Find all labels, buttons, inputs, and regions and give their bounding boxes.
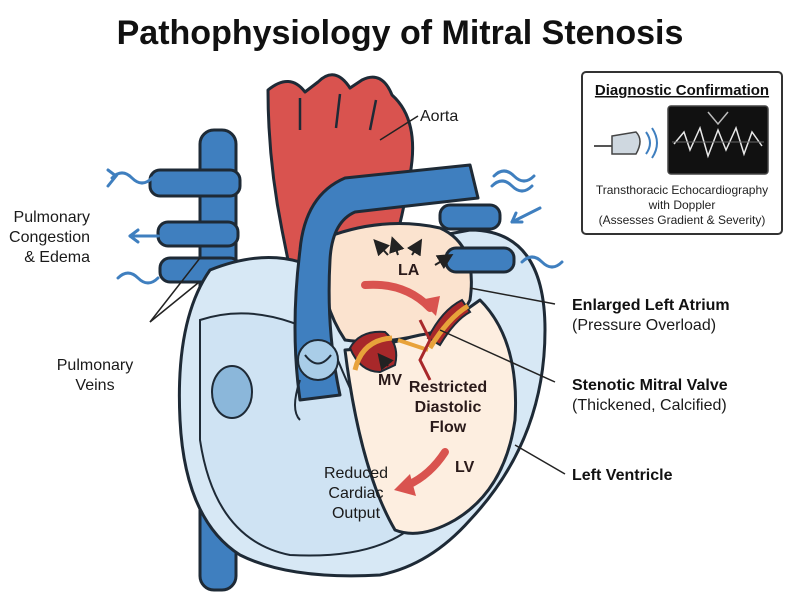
restricted-flow-arrow xyxy=(361,280,440,381)
diagnostic-box-line-1: Transthoracic Echocardiography xyxy=(596,183,768,197)
label-left-ventricle: Left Ventricle xyxy=(572,467,673,484)
label-restricted-3: Flow xyxy=(430,419,467,436)
left-pulmonary-veins xyxy=(148,168,242,284)
ultrasound-probe-icon xyxy=(594,127,658,159)
label-reduced-3: Output xyxy=(332,505,381,522)
pulmonary-artery xyxy=(293,163,480,421)
label-enlarged-la-sub: (Pressure Overload) xyxy=(572,317,716,334)
label-restricted-2: Diastolic xyxy=(415,399,482,416)
diagnostic-box-line-3: (Assesses Gradient & Severity) xyxy=(599,213,766,227)
reduced-output-arrow xyxy=(394,448,449,496)
leader-lines xyxy=(149,115,566,475)
label-pulmonary-veins-1: Pulmonary xyxy=(57,357,133,374)
label-reduced-2: Cardiac xyxy=(328,485,383,502)
label-stenotic-mv-sub: (Thickened, Calcified) xyxy=(572,397,727,414)
pressure-arrows xyxy=(373,236,454,371)
label-pulmonary-congestion-1: Pulmonary xyxy=(14,209,90,226)
page-title: Pathophysiology of Mitral Stenosis xyxy=(116,14,684,52)
label-mv: MV xyxy=(378,372,402,389)
congestion-arrows xyxy=(106,168,564,285)
label-aorta: Aorta xyxy=(420,108,458,125)
label-stenotic-mv: Stenotic Mitral Valve xyxy=(572,377,728,394)
label-pulmonary-veins-2: Veins xyxy=(75,377,114,394)
diagnostic-box: Diagnostic Confirmation Transthoracic Ec… xyxy=(581,71,783,235)
label-restricted-1: Restricted xyxy=(409,379,487,396)
diagnostic-box-line-2: with Doppler xyxy=(648,198,716,212)
label-pulmonary-congestion-2: Congestion xyxy=(9,229,90,246)
right-pulmonary-veins xyxy=(438,203,516,274)
label-reduced-1: Reduced xyxy=(324,465,388,482)
label-la: LA xyxy=(398,262,420,279)
doppler-monitor-icon xyxy=(667,105,769,175)
diagnostic-box-title: Diagnostic Confirmation xyxy=(595,82,769,99)
label-enlarged-la: Enlarged Left Atrium xyxy=(572,297,730,314)
label-pulmonary-congestion-3: & Edema xyxy=(24,249,90,266)
label-lv: LV xyxy=(455,459,475,476)
